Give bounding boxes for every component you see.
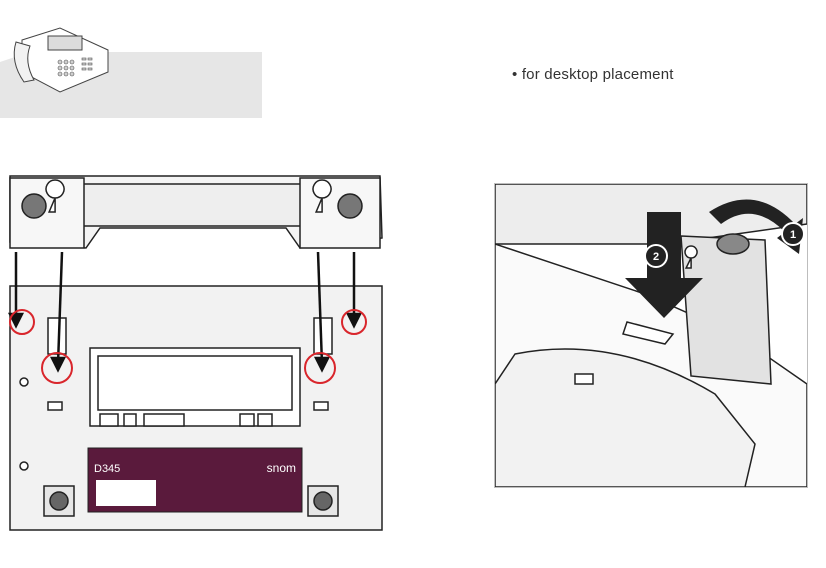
phone-base-illustration: D345 snom bbox=[0, 168, 390, 540]
desk-thumbnail bbox=[0, 22, 262, 120]
stand-feet bbox=[10, 176, 382, 248]
foot-closeup-panel: 1 2 bbox=[494, 183, 808, 488]
svg-text:2: 2 bbox=[653, 251, 659, 263]
label-brand: snom bbox=[267, 461, 296, 475]
step-badge-1: 1 bbox=[782, 223, 804, 245]
desktop-placement-caption: • for desktop placement bbox=[512, 66, 674, 83]
label-model: D345 bbox=[94, 463, 120, 475]
step-badge-2: 2 bbox=[645, 245, 667, 267]
svg-text:1: 1 bbox=[790, 229, 796, 241]
